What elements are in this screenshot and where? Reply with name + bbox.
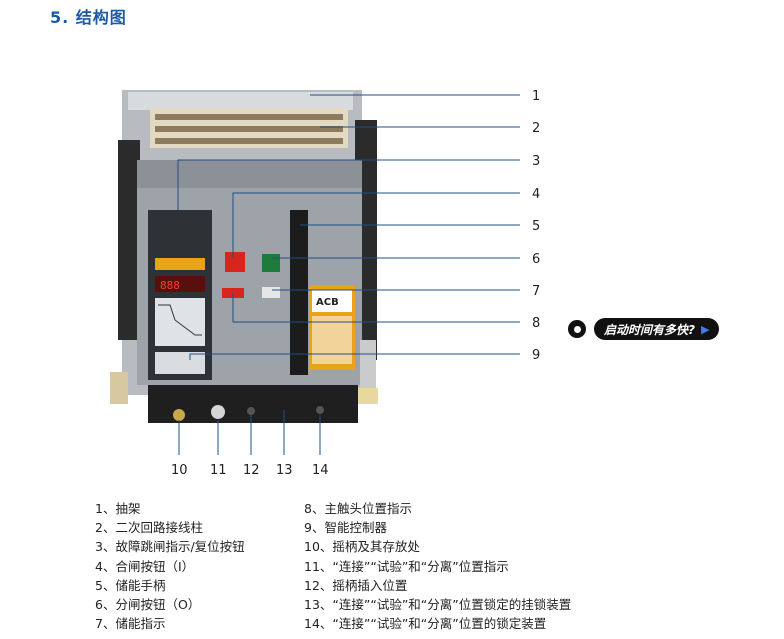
callout-7: 7: [532, 284, 540, 299]
page-title: 5. 结构图: [50, 8, 127, 27]
charging-handle-slot: [290, 210, 308, 375]
legend-item: 1、抽架: [95, 501, 141, 516]
legend-item: 9、智能控制器: [304, 520, 387, 536]
callout-3: 3: [532, 154, 540, 169]
callout-numbers-bottom: 10 11 12 13 14: [171, 463, 329, 478]
breaker-top-plate: [137, 160, 362, 188]
callout-8: 8: [532, 316, 540, 331]
legend-item: 13、“连接”“试验”和“分离”位置锁定的挂锁装置: [304, 597, 572, 613]
intelligent-controller: [148, 210, 212, 380]
legend-item: 4、合闸按钮（I）: [95, 558, 195, 574]
callout-1: 1: [532, 89, 540, 104]
legend-item: 8、主触头位置指示: [304, 501, 412, 516]
play-arrow-icon: ▶: [700, 322, 710, 336]
svg-text:ACB: ACB: [316, 297, 339, 308]
position-indicator-knob: [211, 405, 225, 419]
callout-10: 10: [171, 463, 188, 478]
callout-numbers-right: 1 2 3 4 5 6 7 8 9: [532, 89, 540, 363]
legend-right: 8、主触头位置指示 9、智能控制器 10、摇柄及其存放处 11、“连接”“试验”…: [304, 499, 571, 633]
handle-storage: [173, 409, 185, 421]
breaker-illustration: 888 ACB: [110, 90, 378, 423]
record-icon: [568, 320, 586, 338]
legend-item: 2、二次回路接线柱: [95, 520, 203, 536]
callout-12: 12: [243, 463, 260, 478]
side-rail-left: [118, 140, 140, 340]
legend-item: 11、“连接”“试验”和“分离”位置指示: [304, 558, 509, 574]
leader-lines: [177, 94, 520, 455]
open-button-red: [225, 252, 245, 272]
legend-item: 10、摇柄及其存放处: [304, 539, 420, 555]
legend-item: 12、摇柄插入位置: [304, 577, 408, 593]
callout-13: 13: [276, 463, 293, 478]
callout-4: 4: [532, 187, 540, 202]
charge-indicator: [262, 287, 280, 298]
close-button-green: [262, 254, 280, 272]
legend-item: 14、“连接”“试验”和“分离”位置的锁定装置: [304, 616, 547, 632]
video-promo-button[interactable]: 启动时间有多快? ▶: [568, 317, 720, 341]
legend-item: 7、储能指示: [95, 616, 166, 632]
drawer-top: [128, 92, 353, 110]
callout-6: 6: [532, 252, 540, 267]
promo-pill[interactable]: 启动时间有多快? ▶: [594, 318, 720, 340]
svg-text:888: 888: [160, 279, 180, 292]
callout-11: 11: [210, 463, 227, 478]
callout-2: 2: [532, 121, 540, 136]
callout-9: 9: [532, 348, 540, 363]
legend-item: 3、故障跳闸指示/复位按钮: [95, 539, 245, 555]
callout-5: 5: [532, 219, 540, 234]
legend-left: 1、抽架 2、二次回路接线柱 3、故障跳闸指示/复位按钮 4、合闸按钮（I） 5…: [95, 499, 245, 633]
promo-label: 启动时间有多快?: [604, 322, 695, 337]
legend-item: 5、储能手柄: [95, 577, 166, 593]
legend-item: 6、分闸按钮（O）: [95, 597, 201, 613]
callout-14: 14: [312, 463, 329, 478]
